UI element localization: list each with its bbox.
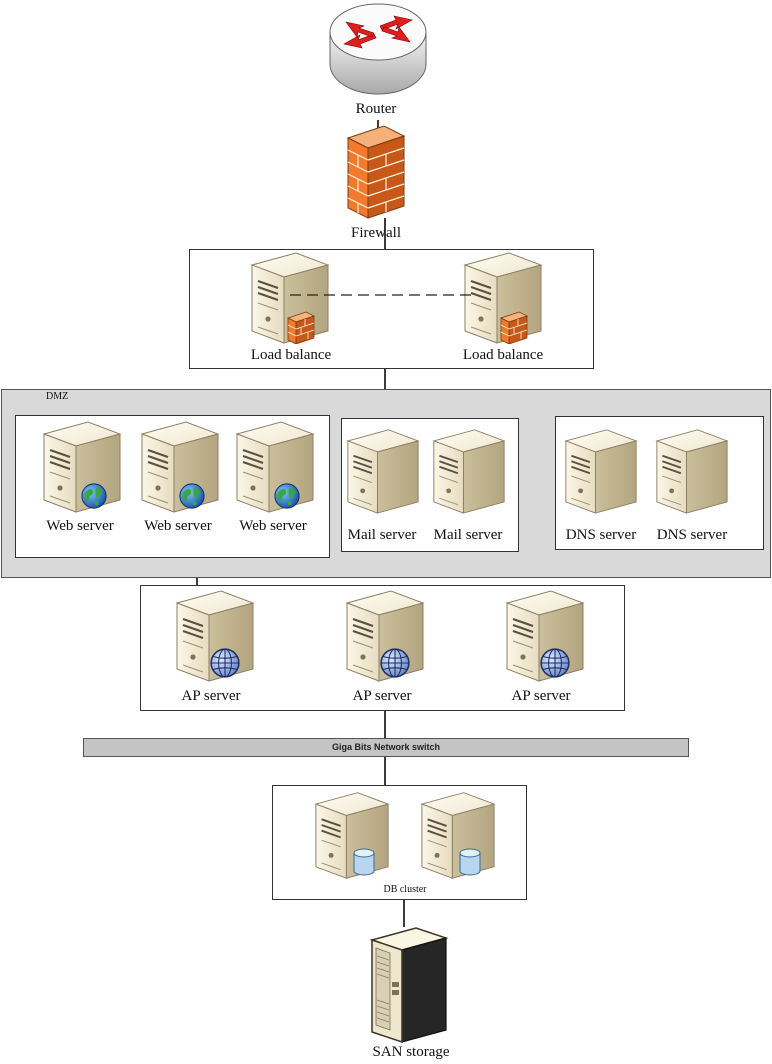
san-storage-label: SAN storage xyxy=(372,1044,450,1060)
mail-server-label: Mail server xyxy=(433,527,503,543)
load-balance-label: Load balance xyxy=(462,347,544,363)
router-icon xyxy=(328,2,428,97)
server-database-icon xyxy=(314,787,390,882)
server-world-icon xyxy=(175,585,255,685)
server-world-icon xyxy=(505,585,585,685)
wire-loadbalance-dmz xyxy=(384,368,386,390)
server-globe-icon xyxy=(235,416,315,516)
server-icon xyxy=(564,424,638,517)
dmz-label: DMZ xyxy=(46,391,69,402)
web-server-label: Web server xyxy=(239,518,307,534)
ap-server-label: AP server xyxy=(352,688,412,704)
dns-server-label: DNS server xyxy=(656,527,728,543)
san-storage-icon xyxy=(364,926,450,1044)
wire-switch-db xyxy=(384,756,386,786)
network-switch: Giga Bits Network switch xyxy=(83,738,689,757)
server-globe-icon xyxy=(140,416,220,516)
firewall-icon xyxy=(344,124,408,220)
failover-link xyxy=(290,294,476,296)
server-globe-icon xyxy=(42,416,122,516)
wire-ap-switch xyxy=(384,710,386,738)
web-server-label: Web server xyxy=(144,518,212,534)
server-icon xyxy=(346,424,420,517)
server-database-icon xyxy=(420,787,496,882)
server-icon xyxy=(655,424,729,517)
mail-server-label: Mail server xyxy=(347,527,417,543)
dns-server-label: DNS server xyxy=(565,527,637,543)
load-balance-label: Load balance xyxy=(250,347,332,363)
firewall-label: Firewall xyxy=(351,225,401,241)
wire-firewall-loadbalance xyxy=(384,218,386,250)
db-cluster-label: DB cluster xyxy=(383,884,427,895)
wire-db-san xyxy=(403,899,405,927)
server-icon xyxy=(432,424,506,517)
ap-server-label: AP server xyxy=(181,688,241,704)
router-label: Router xyxy=(355,101,397,117)
web-server-label: Web server xyxy=(46,518,114,534)
server-world-icon xyxy=(345,585,425,685)
ap-server-label: AP server xyxy=(511,688,571,704)
